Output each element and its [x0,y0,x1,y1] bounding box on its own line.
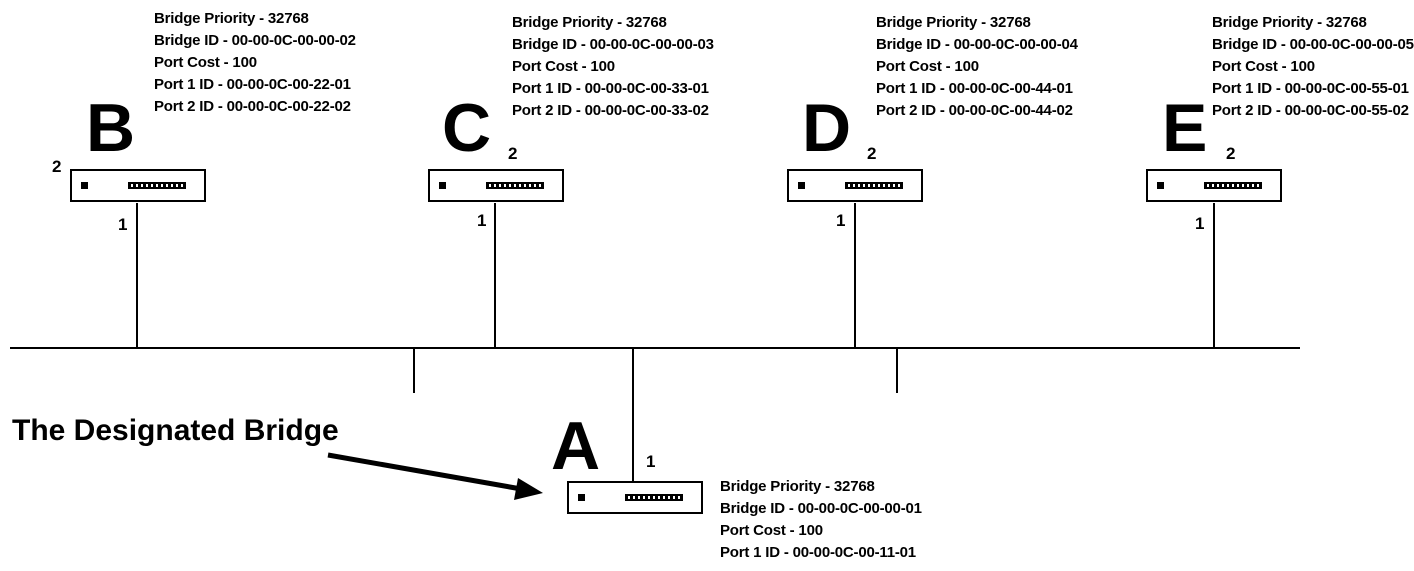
bridge-e-port1-label: 1 [1195,214,1205,233]
bridge-b-port1-label: 1 [118,215,128,234]
port-strip [625,494,683,501]
port-strip [1204,182,1262,189]
network-bridge-icon [787,169,923,202]
bridge-c-port-cost: Port Cost - 100 [512,58,615,75]
port-strip [845,182,903,189]
bridge-b-id: Bridge ID - 00-00-0C-00-00-02 [154,32,356,49]
bridge-c-port1-id: Port 1 ID - 00-00-0C-00-33-01 [512,80,709,97]
status-led [798,182,805,189]
status-led [1157,182,1164,189]
bridge-a-port1-id: Port 1 ID - 00-00-0C-00-11-01 [720,544,916,561]
bridge-e-port1-id: Port 1 ID - 00-00-0C-00-55-01 [1212,80,1409,97]
bridge-c-info: Bridge Priority - 32768 Bridge ID - 00-0… [512,12,714,122]
bridge-a-label: A [551,408,601,484]
bridge-e-port2-label: 2 [1226,144,1236,163]
arrow-icon [327,452,543,500]
bridge-d-port1-id: Port 1 ID - 00-00-0C-00-44-01 [876,80,1073,97]
bridge-c-priority: Bridge Priority - 32768 [512,14,667,31]
bridge-b-label: B [86,90,136,166]
bridge-b-port1-id: Port 1 ID - 00-00-0C-00-22-01 [154,76,351,93]
bridge-b-port-cost: Port Cost - 100 [154,54,257,71]
bridge-c-port1-label: 1 [477,211,487,230]
bridge-c-port2-label: 2 [508,144,518,163]
bridge-a-port-cost: Port Cost - 100 [720,522,823,539]
bridge-a-id: Bridge ID - 00-00-0C-00-00-01 [720,500,922,517]
bridge-d-priority: Bridge Priority - 32768 [876,14,1031,31]
bridge-c-port2-id: Port 2 ID - 00-00-0C-00-33-02 [512,102,709,119]
bridge-e-port2-id: Port 2 ID - 00-00-0C-00-55-02 [1212,102,1409,119]
spanning-tree-diagram: Bridge Priority - 32768 Bridge ID - 00-0… [10,8,1414,564]
network-bridge-icon [70,169,206,202]
status-led [81,182,88,189]
bridge-c-label: C [442,90,492,166]
bridge-b-port2-id: Port 2 ID - 00-00-0C-00-22-02 [154,98,351,115]
bridge-d-id: Bridge ID - 00-00-0C-00-00-04 [876,36,1078,53]
bridge-d-label: D [802,90,852,166]
network-wiring [10,203,1300,500]
status-led [439,182,446,189]
bridge-e-port-cost: Port Cost - 100 [1212,58,1315,75]
network-bridge-icon [1146,169,1282,202]
bridge-e-label: E [1162,90,1208,166]
bridge-e-priority: Bridge Priority - 32768 [1212,14,1367,31]
bridge-b-info: Bridge Priority - 32768 Bridge ID - 00-0… [154,8,356,118]
bridge-b-port2-label: 2 [52,157,62,176]
bridge-d-info: Bridge Priority - 32768 Bridge ID - 00-0… [876,12,1078,122]
status-led [578,494,585,501]
network-bridge-icon [428,169,564,202]
bridge-e-id: Bridge ID - 00-00-0C-00-00-05 [1212,36,1414,53]
designated-bridge-caption: The Designated Bridge [12,414,339,447]
bridge-d-port2-label: 2 [867,144,877,163]
bridge-d-port2-id: Port 2 ID - 00-00-0C-00-44-02 [876,102,1073,119]
bridge-a-priority: Bridge Priority - 32768 [720,478,875,495]
bridge-a-port1-label: 1 [646,452,656,471]
bridge-c-id: Bridge ID - 00-00-0C-00-00-03 [512,36,714,53]
bridge-a-info: Bridge Priority - 32768 Bridge ID - 00-0… [720,476,922,564]
bridge-d-port1-label: 1 [836,211,846,230]
bridge-b-priority: Bridge Priority - 32768 [154,10,309,27]
port-strip [128,182,186,189]
bridge-d-port-cost: Port Cost - 100 [876,58,979,75]
network-bridge-icon [567,481,703,514]
port-strip [486,182,544,189]
bridge-e-info: Bridge Priority - 32768 Bridge ID - 00-0… [1212,12,1414,122]
